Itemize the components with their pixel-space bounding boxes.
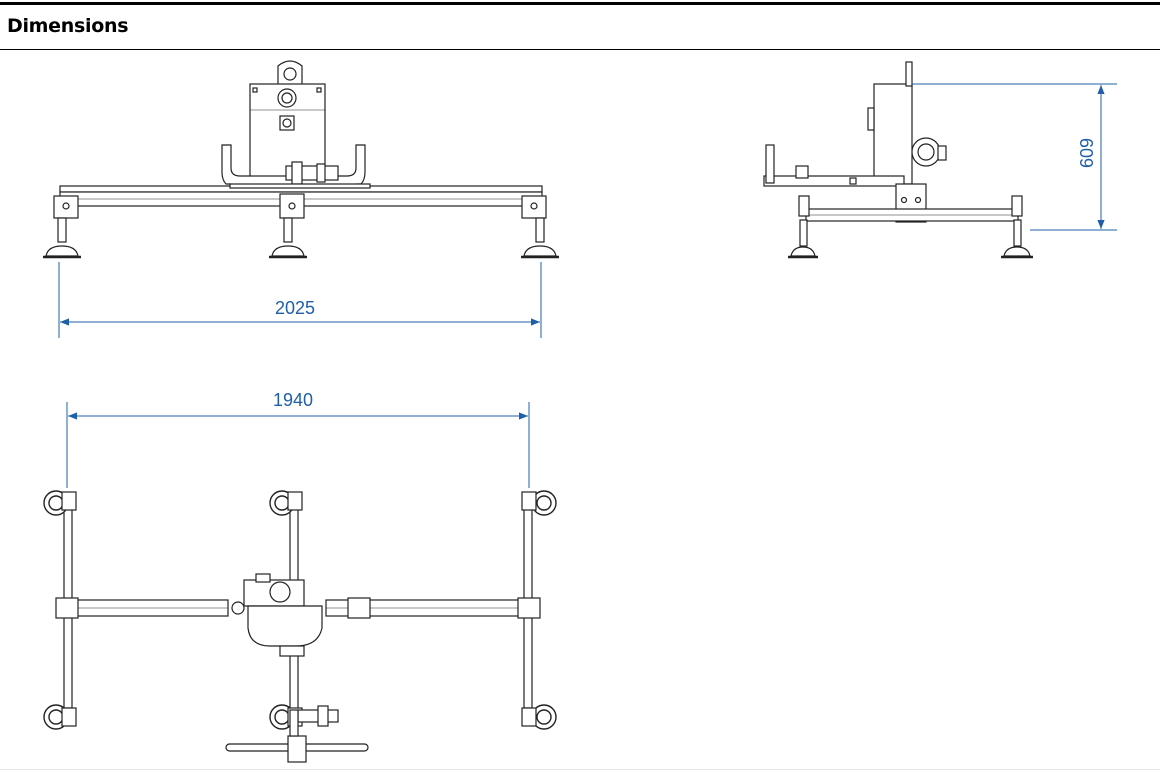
top-border [0,2,1160,5]
bottom-divider [0,769,1160,770]
side-height-label: 609 [1077,138,1097,168]
top-width-dimension [66,402,530,488]
side-height-dimension [912,83,1117,231]
front-view [43,60,559,259]
top-view [43,490,557,763]
title-divider [0,49,1160,50]
side-view [763,61,1033,259]
section-title: Dimensions [7,15,129,37]
front-width-label: 2025 [275,298,315,318]
top-width-label: 1940 [273,390,313,410]
front-width-dimension [58,262,542,338]
